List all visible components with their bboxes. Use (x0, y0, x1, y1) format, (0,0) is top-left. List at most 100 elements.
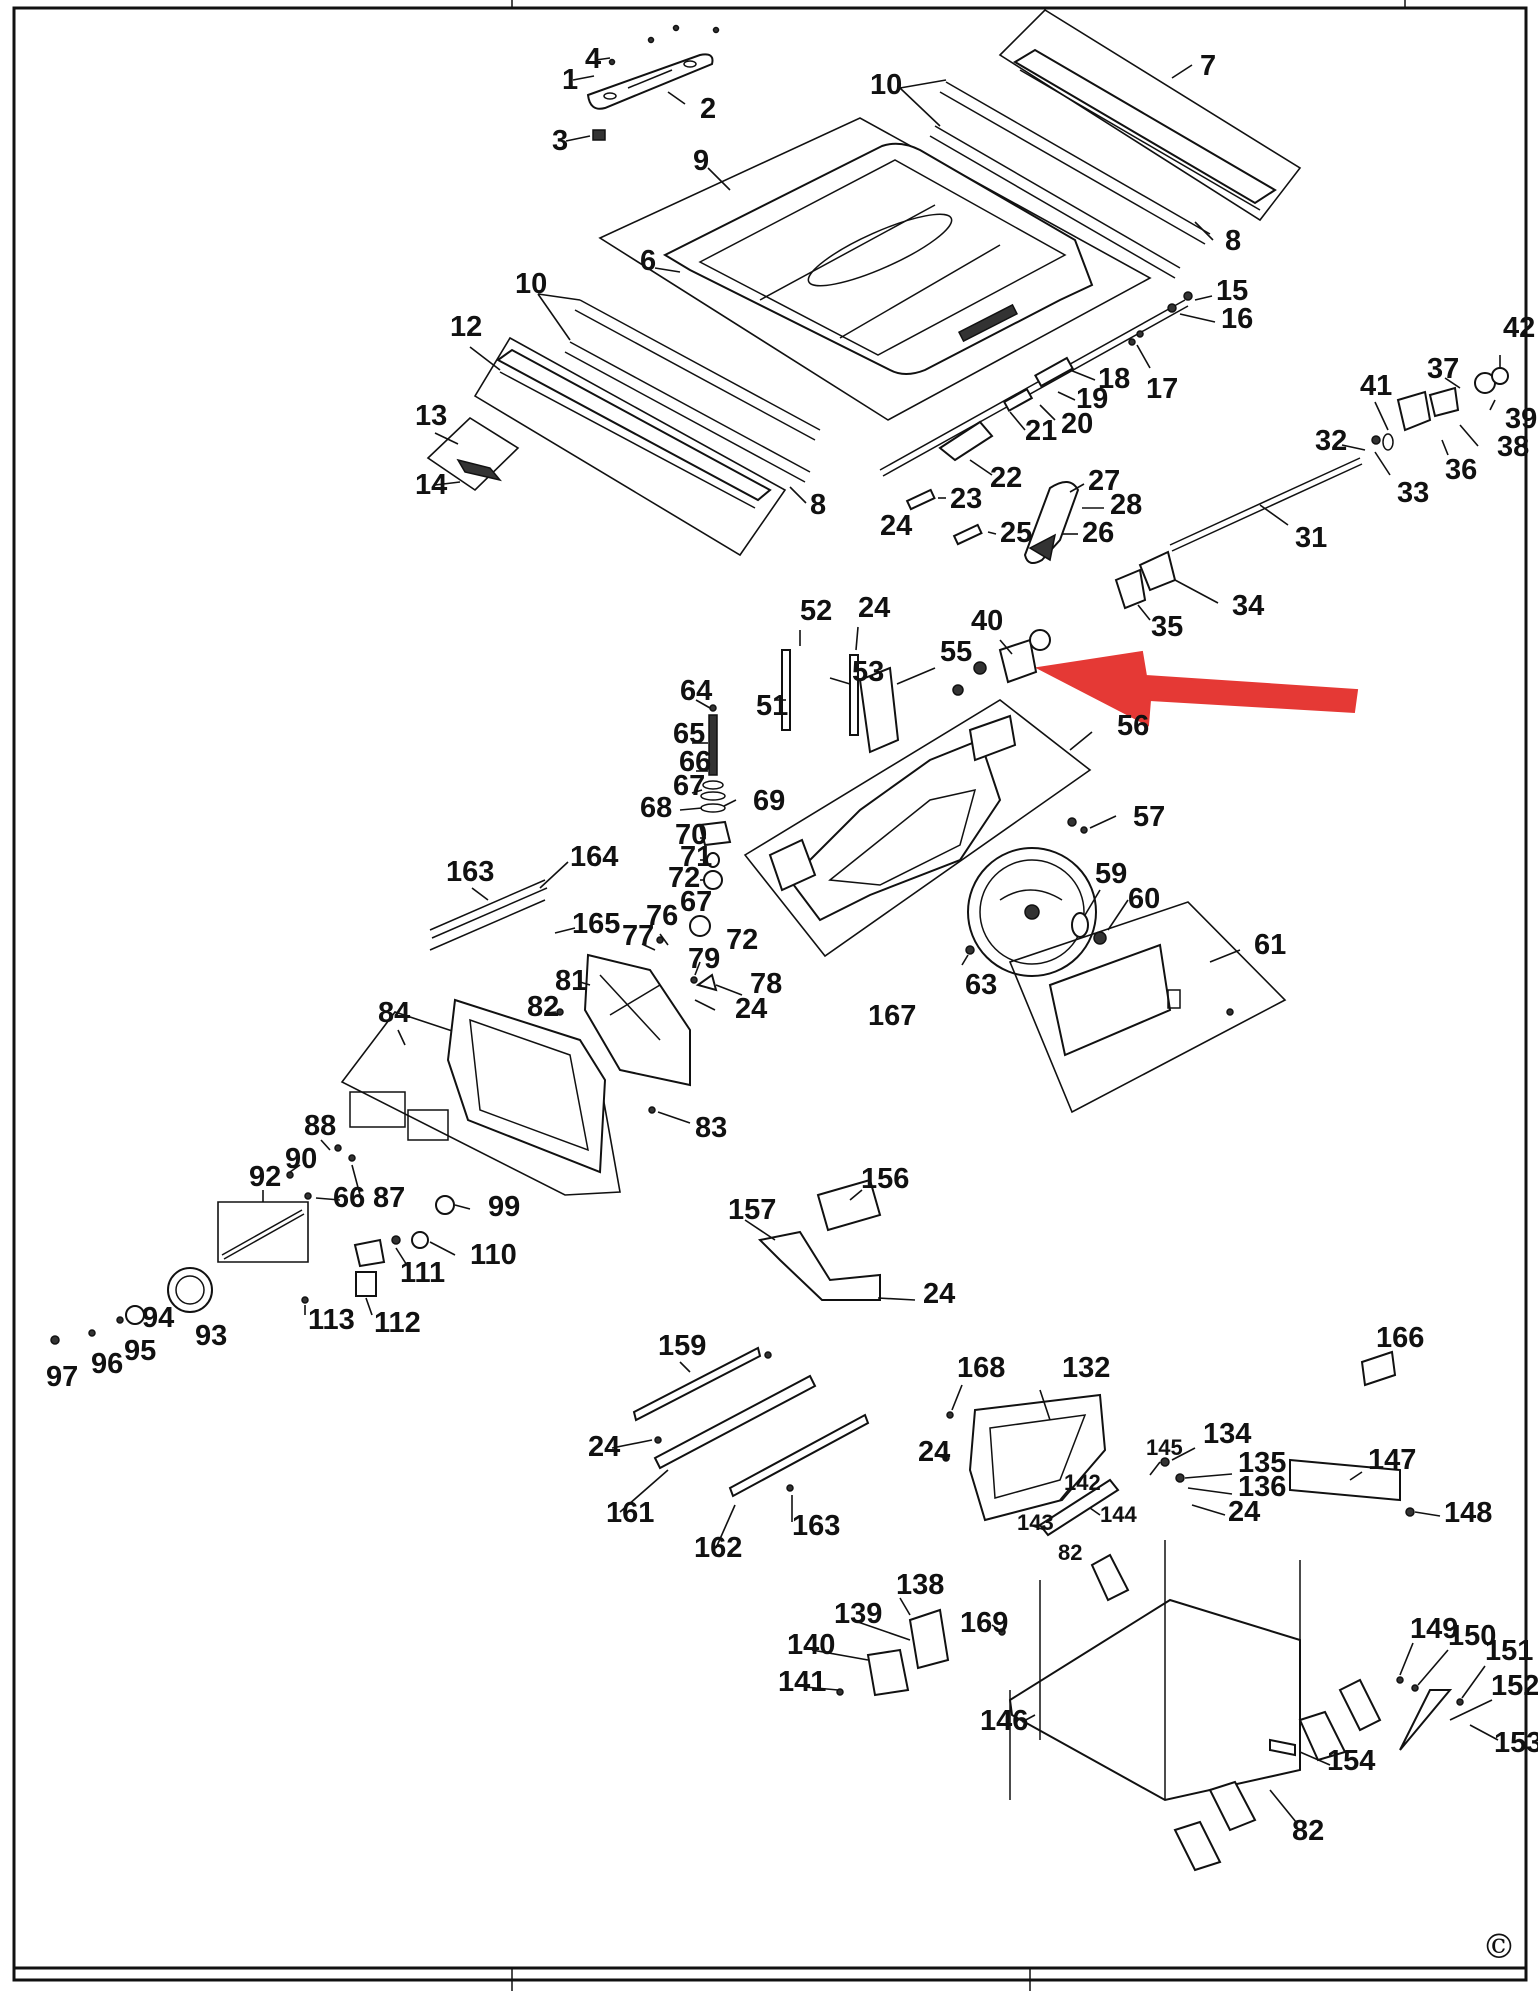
front-rail-group (426, 293, 821, 557)
part-label-64: 64 (680, 675, 712, 707)
part-label-151: 151 (1485, 1635, 1533, 1667)
part-label-9: 9 (693, 145, 709, 177)
part-label-93: 93 (195, 1320, 227, 1352)
part-label-154: 154 (1327, 1745, 1375, 1777)
side-rail-group (429, 861, 576, 951)
part-label-17: 17 (1146, 373, 1178, 405)
part-label-149: 149 (1410, 1613, 1458, 1645)
part-label-38: 38 (1497, 431, 1529, 463)
part-label-97: 97 (46, 1361, 78, 1393)
part-label-88: 88 (304, 1110, 336, 1142)
part-label-81: 81 (555, 965, 587, 997)
part-label-22: 22 (990, 462, 1022, 494)
part-label-144: 144 (1100, 1502, 1137, 1527)
part-label-165: 165 (572, 908, 620, 940)
part-label-8a: 8 (1225, 225, 1241, 257)
part-label-152: 152 (1491, 1670, 1538, 1702)
part-label-138: 138 (896, 1569, 944, 1601)
part-label-72b: 72 (726, 924, 758, 956)
part-label-159: 159 (658, 1330, 706, 1362)
part-label-57: 57 (1133, 801, 1165, 833)
part-label-112: 112 (374, 1307, 421, 1339)
part-label-31: 31 (1295, 522, 1327, 554)
part-label-146: 146 (980, 1705, 1028, 1737)
part-label-59: 59 (1095, 858, 1127, 890)
part-label-162: 162 (694, 1532, 742, 1564)
part-label-37: 37 (1427, 353, 1459, 385)
part-label-33: 33 (1397, 477, 1429, 509)
stand-group (804, 1350, 1499, 1872)
part-label-166: 166 (1376, 1322, 1424, 1354)
part-label-39: 39 (1505, 403, 1537, 435)
part-label-66a: 66 (679, 746, 711, 778)
part-label-7: 7 (1200, 50, 1216, 82)
part-label-163b: 163 (792, 1510, 840, 1542)
part-label-157: 157 (728, 1194, 776, 1226)
part-label-167: 167 (868, 1000, 916, 1032)
part-label-82a: 82 (527, 991, 559, 1023)
part-label-113: 113 (308, 1304, 355, 1336)
part-label-40: 40 (971, 605, 1003, 637)
part-label-111: 111 (400, 1257, 445, 1289)
part-label-21: 21 (1025, 415, 1057, 447)
stand-rail-group (611, 1346, 870, 1549)
part-label-24g: 24 (1228, 1496, 1260, 1528)
part-label-24e: 24 (588, 1431, 620, 1463)
part-label-16: 16 (1221, 303, 1253, 335)
part-label-140: 140 (787, 1629, 835, 1661)
part-label-150: 150 (1448, 1620, 1496, 1652)
part-label-24d: 24 (923, 1278, 955, 1310)
part-label-84: 84 (378, 997, 410, 1029)
part-label-135: 135 (1238, 1447, 1286, 1479)
part-label-10a: 10 (870, 69, 902, 101)
copyright-mark: © (1482, 1927, 1516, 1967)
part-label-15: 15 (1216, 275, 1248, 307)
part-label-143: 143 (1017, 1510, 1054, 1535)
part-label-90: 90 (285, 1143, 317, 1175)
bevel-bracket-group (544, 933, 743, 1124)
part-label-153: 153 (1494, 1727, 1538, 1759)
part-label-145: 145 (1146, 1435, 1183, 1460)
rear-rail-group (899, 8, 1302, 279)
part-label-10b: 10 (515, 268, 547, 300)
part-label-6: 6 (640, 245, 656, 277)
part-label-61: 61 (1254, 929, 1286, 961)
callout-arrow (1034, 650, 1359, 727)
part-label-19: 19 (1076, 383, 1108, 415)
part-label-42: 42 (1503, 312, 1535, 344)
part-label-24b: 24 (858, 592, 890, 624)
bevel-shaft-group (1114, 355, 1509, 621)
part-label-63: 63 (965, 969, 997, 1001)
belt-cover-group (1008, 901, 1287, 1114)
part-label-95: 95 (124, 1335, 156, 1367)
part-label-78: 78 (750, 968, 782, 1000)
part-label-139: 139 (834, 1598, 882, 1630)
part-label-148: 148 (1444, 1497, 1492, 1529)
part-label-94: 94 (142, 1302, 174, 1334)
part-label-32: 32 (1315, 425, 1347, 457)
part-label-134: 134 (1203, 1418, 1251, 1450)
part-label-92: 92 (249, 1161, 281, 1193)
lock-lever-group (905, 481, 1104, 565)
part-label-147: 147 (1368, 1444, 1416, 1476)
part-label-76: 76 (646, 900, 678, 932)
front-panel-group (340, 998, 621, 1196)
part-label-163a: 163 (446, 856, 494, 888)
part-label-161: 161 (606, 1497, 654, 1529)
part-label-13: 13 (415, 400, 447, 432)
part-label-4: 4 (585, 43, 601, 75)
handwheel-group (50, 1139, 471, 1345)
part-label-65: 65 (673, 718, 705, 750)
part-label-12: 12 (450, 311, 482, 343)
part-label-82b: 82 (1058, 1540, 1082, 1565)
table-top-group (598, 117, 1152, 421)
part-label-24a: 24 (880, 510, 912, 542)
trunnion-guide-group (775, 626, 1051, 754)
part-label-141: 141 (778, 1666, 826, 1698)
part-label-36: 36 (1445, 454, 1477, 486)
part-label-66b: 66 (333, 1182, 365, 1214)
part-label-52: 52 (800, 595, 832, 627)
part-label-41: 41 (1360, 370, 1392, 402)
part-label-156: 156 (861, 1163, 909, 1195)
